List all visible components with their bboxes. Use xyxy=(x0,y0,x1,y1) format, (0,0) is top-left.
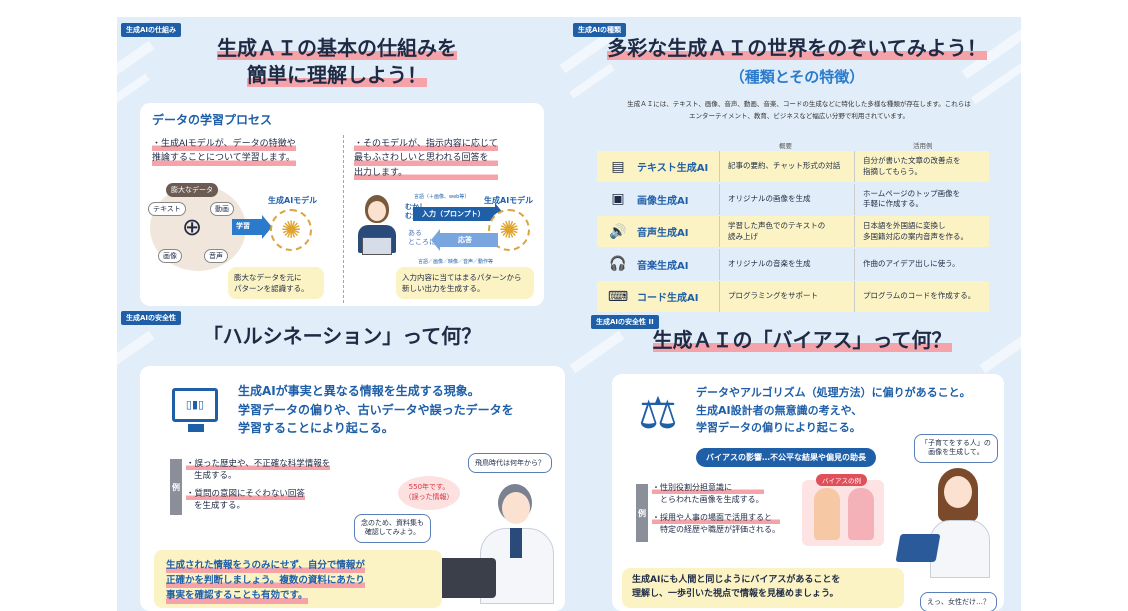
input-type-label: 言語（＋画像、web等） xyxy=(414,194,470,200)
panel3-title: 「ハルシネーション」って何？ xyxy=(202,324,482,348)
parent-child-image xyxy=(814,488,840,540)
learn-arrow xyxy=(232,215,272,239)
prompt-bubble: 「子育てをする人」の 画像を生成して。 xyxy=(914,434,998,463)
check-bubble: 念のため、資料集も 確認してみよう。 xyxy=(354,514,431,543)
hallucination-card: ▯▮▯ 生成AIが事実と異なる情報を生成する現象。 学習データの偏りや、古いデー… xyxy=(140,366,565,611)
panel1-title: 生成ＡＩの基本の仕組みを 簡単に理解しよう！ xyxy=(217,36,457,87)
bias-impact-pill: バイアスの影響…不公平な結果や偏見の助長 xyxy=(696,448,876,467)
answer-bubble: 550年です。 （誤った情報） xyxy=(398,476,460,510)
globe-icon: ⊕ xyxy=(182,213,203,241)
section-tag: 生成AIの安全性 xyxy=(121,311,182,325)
data-image-chip: 画像 xyxy=(158,249,182,263)
advice-box: 生成された情報をうのみにせず、自分で情報が 正確かを判断しましょう。複数の資料に… xyxy=(154,550,442,608)
learn-label: 学習 xyxy=(236,222,250,230)
response-label: 応答 xyxy=(458,236,472,244)
ai-type-name: ▤テキスト生成AI xyxy=(597,159,719,175)
parent-child-image xyxy=(848,488,874,540)
code-window-icon: ⌨ xyxy=(607,288,629,305)
example-label: 例 xyxy=(636,484,648,542)
data-audio-chip: 音声 xyxy=(204,249,228,263)
section-tag: 生成AIの安全性 II xyxy=(591,315,659,329)
ai-type-example: ホームページのトップ画像を手軽に作成する。 xyxy=(854,183,989,215)
example-item: ・性別役割分担意識に とらわれた画像を生成する。 xyxy=(652,482,764,504)
poster-sheet: 生成AIの仕組み 生成ＡＩの基本の仕組みを 簡単に理解しよう！ データの学習プロ… xyxy=(117,17,1021,611)
input-label: 入力（プロンプト） xyxy=(422,210,485,218)
right-desc: ・そのモデルが、指示内容に応じて 最もふさわしいと思われる回答を 出力します。 xyxy=(354,137,498,181)
ai-type-name: ⌨コード生成AI xyxy=(607,288,699,305)
data-video-chip: 動画 xyxy=(210,202,234,216)
ai-type-overview: 記事の要約、チャット形式の対話 xyxy=(719,151,854,182)
model-label: 生成AIモデル xyxy=(268,196,318,205)
response-arrow xyxy=(440,233,498,247)
ai-type-example: 作曲のアイデア出しに使う。 xyxy=(854,248,989,280)
monitor-image-icon: ▣ xyxy=(611,191,625,207)
ai-type-name: 🎧音楽生成AI xyxy=(597,256,719,272)
question-bubble: 飛鳥時代は何年から？ xyxy=(468,453,552,473)
ai-type-overview: プログラミングをサポート xyxy=(719,281,854,312)
aru-text: ある ところに xyxy=(408,229,436,247)
scales-icon: ⚖ xyxy=(638,388,678,439)
ai-type-example: プログラムのコードを作成する。 xyxy=(854,281,989,312)
note2: 入力内容に当てはまるパターンから 新しい出力を生成する。 xyxy=(396,267,534,299)
speaker-icon: 🔊 xyxy=(609,223,627,240)
ai-type-name: ▣画像生成AI xyxy=(597,191,719,207)
monitor-icon: ▯▮▯ xyxy=(172,388,218,422)
example-item: ・質問の意図にそぐわない回答 を生成する。 xyxy=(186,488,305,512)
card-title: データの学習プロセス xyxy=(152,113,273,127)
output-type-label: 言語／画像／映像／音声／動作等 xyxy=(418,259,494,265)
panel4-title: 生成ＡＩの「バイアス」って何？ xyxy=(652,328,952,352)
input-arrow xyxy=(413,207,495,221)
model-label-2: 生成AIモデル xyxy=(484,196,534,205)
ai-type-overview: オリジナルの音楽を生成 xyxy=(719,248,854,280)
panel2-subtitle: （種類とその特徴） xyxy=(729,68,865,86)
ai-type-name: 🔊音声生成AI xyxy=(597,224,719,240)
laptop-icon xyxy=(434,558,496,598)
bias-def: データやアルゴリズム（処理方法）に偏りがあること。 生成AI設計者の無意識の考え… xyxy=(696,386,971,435)
bias-card: ⚖ データやアルゴリズム（処理方法）に偏りがあること。 生成AI設計者の無意識の… xyxy=(612,374,1004,611)
big-data-label: 膨大なデータ xyxy=(166,183,218,197)
left-desc: ・生成AIモデルが、データの特徴や 推論することについて学習します。 xyxy=(152,137,296,166)
panel2-intro: 生成ＡＩには、テキスト、画像、音声、動画、音楽、コードの生成などに特化した多様な… xyxy=(627,100,971,120)
ai-type-overview: 学習した声色でのテキストの読み上げ xyxy=(719,216,854,247)
learning-process-card: データの学習プロセス ・生成AIモデルが、データの特徴や 推論することについて学… xyxy=(140,103,544,306)
section-tag: 生成AIの種類 xyxy=(573,23,627,37)
example-label: 例 xyxy=(170,459,182,515)
example-item: ・誤った歴史や、不正確な科学情報を 生成する。 xyxy=(186,458,331,482)
woman-illustration xyxy=(928,468,994,578)
student-illustration xyxy=(354,195,400,261)
divider xyxy=(343,135,344,303)
data-text-chip: テキスト xyxy=(148,202,186,216)
hallucination-def: 生成AIが事実と異なる情報を生成する現象。 学習データの偏りや、古いデータや誤っ… xyxy=(238,384,514,436)
ai-type-example: 自分が書いた文章の改善点を指摘してもらう。 xyxy=(854,151,989,182)
bias-example-label: バイアスの例 xyxy=(816,474,867,486)
gear-icon: ✺ xyxy=(270,209,312,251)
surprise-bubble: えっ、女性だけ…？ xyxy=(920,592,997,611)
advice-box: 生成AIにも人間と同じようにバイアスがあることを 理解し、一歩引いた視点で情報を… xyxy=(622,568,904,608)
col-overview: 概要 xyxy=(779,142,792,150)
ai-type-overview: オリジナルの画像を生成 xyxy=(719,183,854,215)
panel2-title: 多彩な生成ＡＩの世界をのぞいてみよう！ xyxy=(607,36,987,60)
col-example: 活用例 xyxy=(913,142,933,150)
example-item: ・採用や人事の場面で活用すると 特定の経歴や職歴が評価される。 xyxy=(652,512,780,534)
note1: 膨大なデータを元に パターンを認識する。 xyxy=(228,267,324,299)
section-tag: 生成AIの仕組み xyxy=(121,23,182,37)
headphones-icon: 🎧 xyxy=(609,256,627,272)
monitor-text-icon: ▤ xyxy=(611,158,625,175)
ai-type-row: ⌨コード生成AI プログラミングをサポートプログラムのコードを作成する。 xyxy=(597,281,989,312)
ai-type-example: 日本語を外国語に変換し多国籍対応の案内音声を作る。 xyxy=(854,216,989,247)
tablet-icon xyxy=(895,534,941,562)
